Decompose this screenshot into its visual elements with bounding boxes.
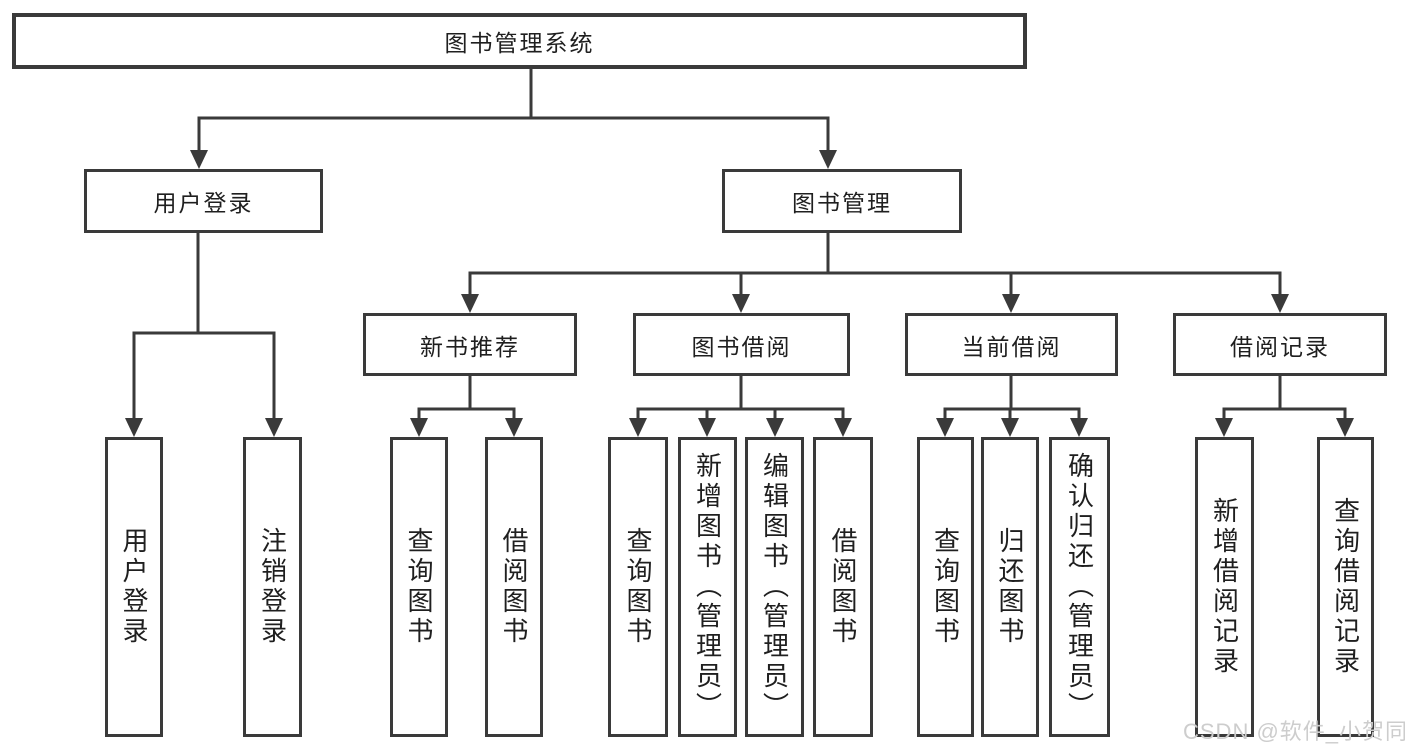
leaf-label: 查询图书 bbox=[930, 527, 961, 647]
leaf-label: 用户登录 bbox=[119, 527, 149, 647]
leaf-label: 确认归还（管理员） bbox=[1064, 452, 1095, 722]
node-root-system: 图书管理系统 bbox=[12, 13, 1027, 69]
node-new-book-recommend: 新书推荐 bbox=[363, 313, 577, 376]
leaf-label: 查询借阅记录 bbox=[1330, 497, 1361, 677]
leaf-label: 借阅图书 bbox=[828, 527, 858, 647]
leaf-label: 归还图书 bbox=[995, 527, 1025, 647]
leaf-user-login: 用户登录 bbox=[105, 437, 163, 737]
leaf-label: 新增借阅记录 bbox=[1209, 497, 1240, 677]
leaf-label: 编辑图书（管理员） bbox=[759, 452, 790, 722]
leaf-query-books-current: 查询图书 bbox=[917, 437, 974, 737]
leaf-borrow-books-recommend: 借阅图书 bbox=[485, 437, 543, 737]
leaf-label: 借阅图书 bbox=[499, 527, 529, 647]
leaf-logout: 注销登录 bbox=[243, 437, 302, 737]
leaf-label: 新增图书（管理员） bbox=[692, 452, 723, 722]
csdn-watermark: CSDN @软件_小贺同学 bbox=[1183, 719, 1405, 744]
leaf-query-borrow-record: 查询借阅记录 bbox=[1317, 437, 1374, 737]
leaf-query-books-borrowing: 查询图书 bbox=[608, 437, 668, 737]
node-user-login: 用户登录 bbox=[84, 169, 323, 233]
node-book-management: 图书管理 bbox=[722, 169, 962, 233]
leaf-label: 查询图书 bbox=[404, 527, 434, 647]
node-current-borrowing: 当前借阅 bbox=[905, 313, 1118, 376]
leaf-add-borrow-record: 新增借阅记录 bbox=[1195, 437, 1254, 737]
leaf-label: 查询图书 bbox=[623, 527, 653, 647]
node-borrowing-records: 借阅记录 bbox=[1173, 313, 1387, 376]
leaf-edit-books-admin: 编辑图书（管理员） bbox=[745, 437, 804, 737]
leaf-label: 注销登录 bbox=[257, 527, 288, 647]
leaf-borrow-books: 借阅图书 bbox=[813, 437, 873, 737]
node-book-borrowing: 图书借阅 bbox=[633, 313, 850, 376]
leaf-add-books-admin: 新增图书（管理员） bbox=[678, 437, 737, 737]
leaf-confirm-return-admin: 确认归还（管理员） bbox=[1049, 437, 1110, 737]
leaf-query-books-recommend: 查询图书 bbox=[390, 437, 448, 737]
leaf-return-books: 归还图书 bbox=[981, 437, 1039, 737]
